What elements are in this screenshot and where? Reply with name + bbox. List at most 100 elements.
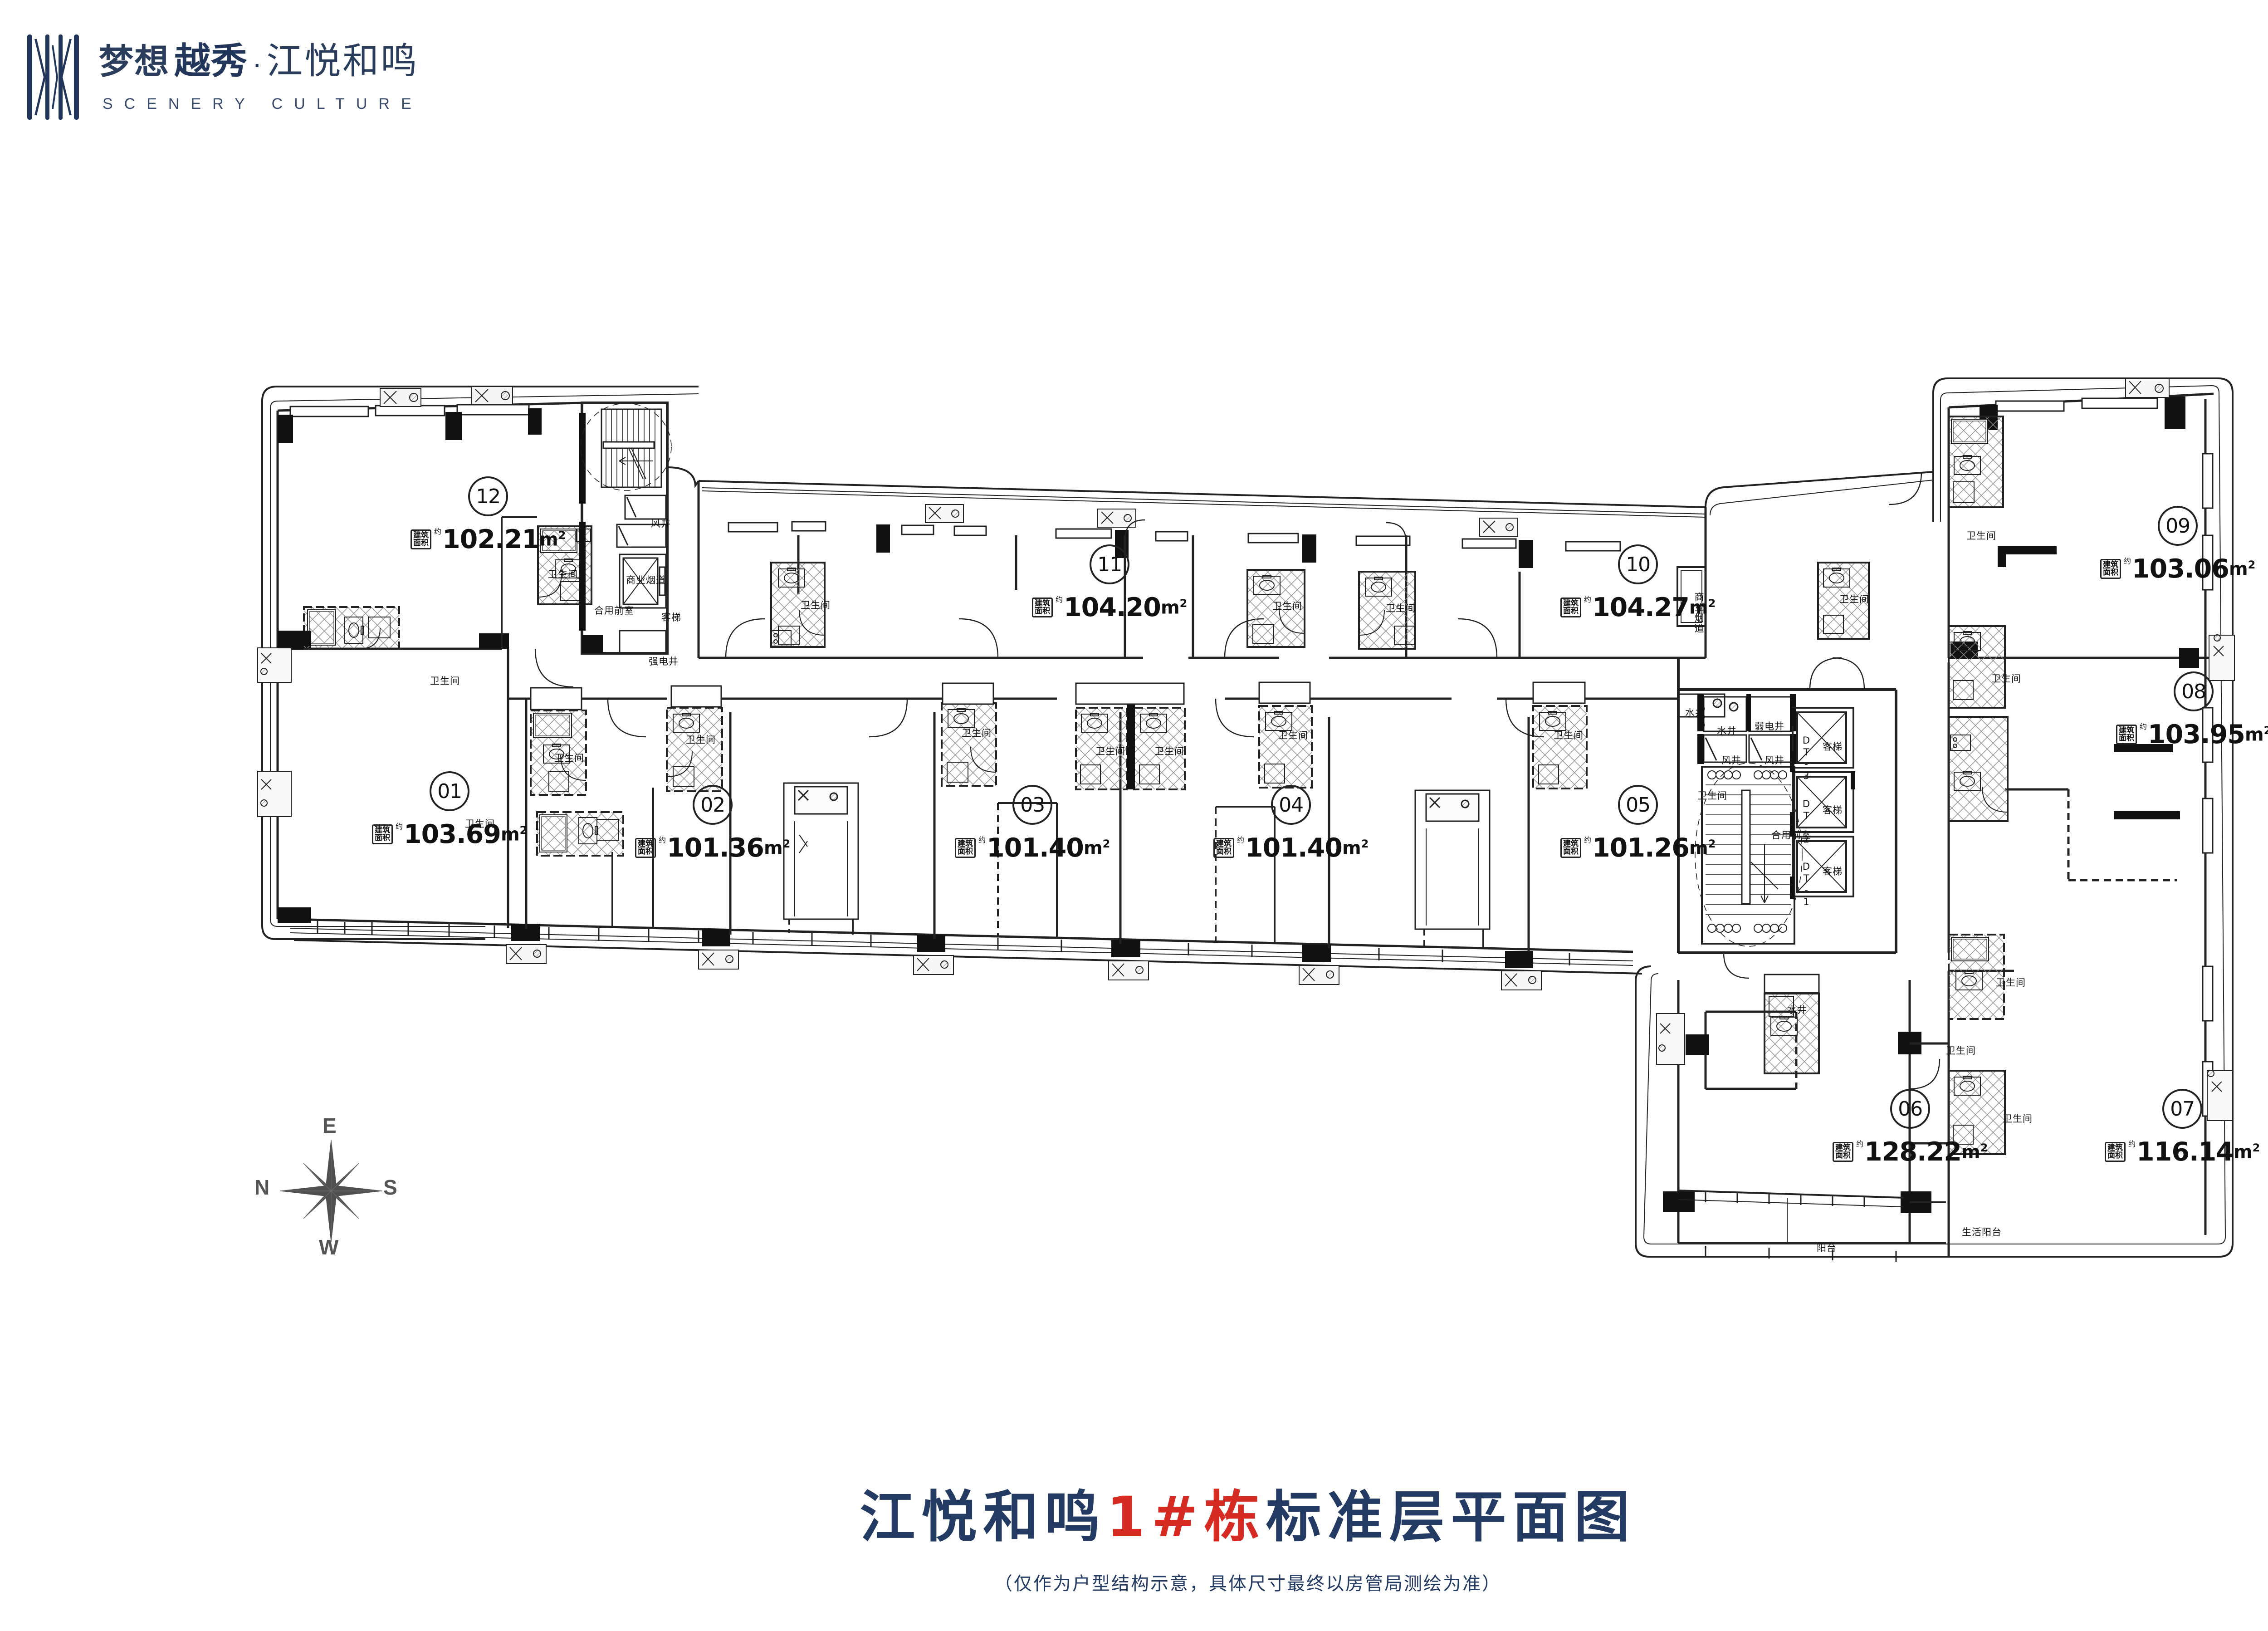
unit-area-unit: m2 (2233, 1141, 2260, 1163)
unit-area-unit: m2 (1689, 597, 1716, 618)
floor-plan-drawing (257, 377, 2235, 1262)
room-label: 商业烟道 (1693, 592, 1704, 634)
built-area-tag: 建筑面积 (1560, 838, 1581, 858)
room-label: 合用前室 (1771, 830, 1811, 841)
logo-separator: · (252, 47, 262, 80)
unit-number-badge: 10 (1618, 544, 1658, 584)
built-area-tag: 建筑面积 (1032, 598, 1053, 617)
room-label: 卫生间 (2003, 1113, 2033, 1124)
unit-number-badge: 02 (693, 785, 733, 825)
unit-number-badge: 01 (430, 771, 470, 811)
built-area-tag: 建筑面积 (635, 838, 656, 858)
scenery-culture-mark-icon (27, 32, 81, 122)
room-label: 风井 (1721, 755, 1741, 766)
unit-number-badge: 04 (1271, 785, 1311, 825)
room-label: 卫生间 (1991, 673, 2021, 684)
unit-area-unit: m2 (539, 529, 566, 550)
unit-area-unit: m2 (1342, 837, 1369, 859)
room-label: 卫生间 (962, 728, 992, 739)
built-area-tag: 建筑面积 (1560, 598, 1581, 617)
room-label: 客梯 (1823, 741, 1843, 752)
unit-area-value: 101.40 (1245, 833, 1343, 863)
room-label: 卫生间 (1554, 730, 1584, 741)
room-label: 合用前室 (594, 605, 634, 616)
page-title: 江悦和鸣1#栋标准层平面图 (0, 1472, 2268, 1553)
unit-area-value: 102.21 (442, 524, 540, 554)
unit-area-value: 128.22 (1864, 1137, 1962, 1167)
room-label: 水井 (1685, 707, 1705, 718)
built-area-tag: 建筑面积 (372, 824, 393, 844)
unit-number-badge: 11 (1090, 544, 1130, 584)
logo-cn-part1: 梦想 (99, 41, 170, 82)
compass-north-label: N (254, 1175, 270, 1199)
unit-area-value: 103.06 (2132, 554, 2229, 584)
area-approx-marker: 约 (2140, 722, 2147, 731)
unit-area-value: 104.27 (1592, 593, 1690, 622)
unit-area-value: 103.95 (2148, 720, 2245, 749)
room-label: 水井 (1717, 725, 1737, 736)
room-label: 卫生间 (1154, 746, 1184, 757)
room-label: 卫生间 (1272, 601, 1302, 612)
area-approx-marker: 约 (2128, 1140, 2136, 1148)
unit-area-unit: m2 (2244, 724, 2268, 745)
area-approx-marker: 约 (1584, 595, 1592, 604)
area-approx-marker: 约 (1856, 1140, 1864, 1148)
room-label: 卫生间 (1697, 790, 1727, 801)
room-label: 卫生间 (554, 753, 584, 764)
room-label: 客梯 (1823, 866, 1843, 877)
area-approx-marker: 约 (1056, 595, 1063, 604)
compass-west-label: W (319, 1235, 339, 1259)
logo-cn-part3: 江悦和鸣 (266, 40, 419, 82)
room-label: 卫生间 (1386, 603, 1416, 614)
unit-area-unit: m2 (1961, 1141, 1988, 1163)
room-label: DT-3 (1801, 735, 1812, 782)
room-label: 卫生间 (1996, 977, 2026, 988)
compass-south-label: S (383, 1175, 397, 1199)
room-label: 生活阳台 (1962, 1227, 2002, 1238)
unit-area-unit: m2 (1083, 837, 1110, 859)
room-label: 卫生间 (801, 600, 831, 611)
room-label: 水井 (1787, 1004, 1807, 1015)
unit-area-unit: m2 (2229, 558, 2256, 580)
area-approx-marker: 约 (659, 836, 666, 844)
room-label: 卫生间 (465, 818, 495, 829)
unit-area-value: 116.14 (2136, 1137, 2234, 1167)
room-label: 客梯 (1823, 805, 1843, 816)
unit-area-value: 103.69 (404, 819, 501, 849)
built-area-tag: 建筑面积 (2105, 1142, 2126, 1162)
unit-number-badge: 03 (1012, 785, 1053, 825)
built-area-tag: 建筑面积 (2116, 725, 2137, 744)
built-area-tag: 建筑面积 (955, 838, 976, 858)
unit-number-badge: 12 (468, 476, 508, 516)
unit-area-value: 101.40 (987, 833, 1084, 863)
logo-cn-part2: 越秀 (174, 39, 248, 82)
room-label: 风井 (1765, 755, 1784, 766)
logo-en-tagline: SCENERY CULTURE (103, 95, 423, 113)
room-label: 弱电井 (1755, 721, 1784, 732)
area-approx-marker: 约 (1584, 836, 1592, 844)
unit-number-badge: 05 (1618, 785, 1658, 825)
unit-number-badge: 09 (2158, 506, 2198, 546)
room-label: DT-2 (1801, 798, 1812, 846)
built-area-tag: 建筑面积 (1833, 1142, 1853, 1162)
unit-area-value: 101.26 (1592, 833, 1690, 863)
area-approx-marker: 约 (396, 822, 403, 831)
area-approx-marker: 约 (1237, 836, 1245, 844)
unit-area-value: 101.36 (667, 833, 764, 863)
title-suffix: 标准层平面图 (1266, 1485, 1636, 1549)
